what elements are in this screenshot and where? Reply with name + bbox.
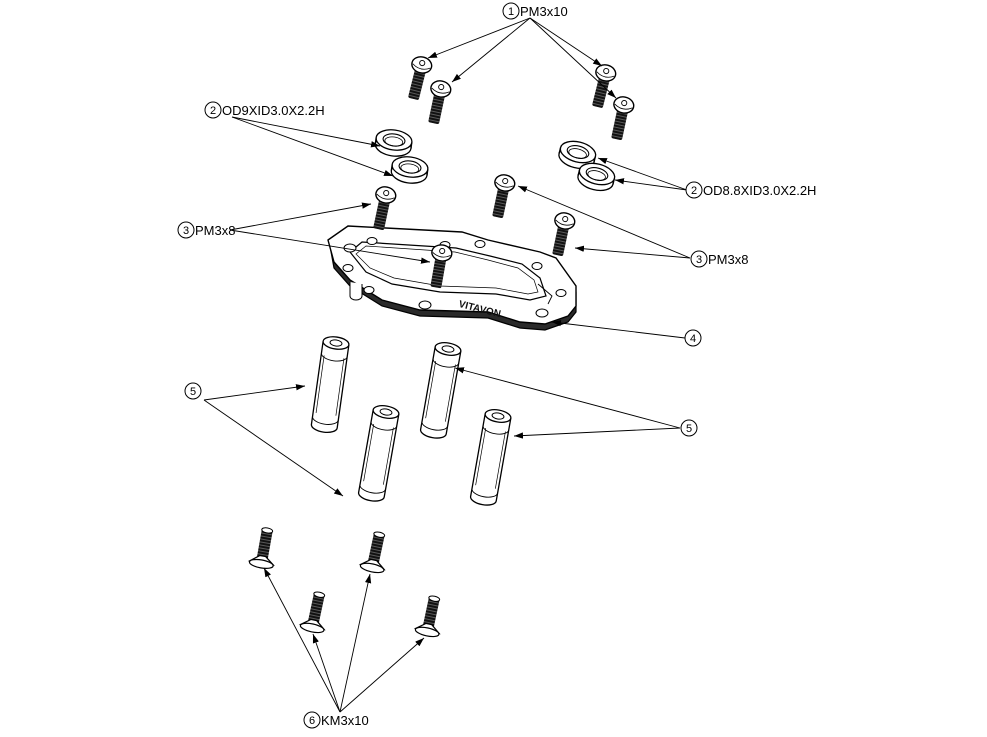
callout-4: 4 [684, 329, 702, 347]
callout-2b: 2 OD8.8XID3.0X2.2H [685, 181, 816, 199]
washer-icon [389, 153, 430, 186]
standoff-icon [418, 340, 463, 441]
callout-number: 2 [210, 105, 216, 117]
callout-text: OD9XID3.0X2.2H [222, 103, 325, 118]
callout-number-circle [684, 329, 702, 347]
leader-lines [203, 17, 691, 713]
standoff-icon [309, 334, 351, 435]
pan-head-screw-icon [606, 94, 636, 142]
callout-6: 6 KM3x10 [303, 711, 369, 729]
callout-number-circle [690, 250, 708, 268]
screws-pm3x10-group [402, 54, 636, 142]
flat-head-screw-icon [413, 593, 448, 639]
callout-number-circle [184, 382, 202, 400]
mounting-plate: VITAVON [327, 225, 577, 331]
pan-head-screw-icon [547, 210, 577, 258]
callout-text: PM3x8 [195, 223, 235, 238]
callout-text: PM3x8 [708, 252, 748, 267]
standoffs-group [309, 334, 513, 508]
callout-number: 5 [190, 386, 196, 398]
screws-km3x10-group [248, 525, 448, 639]
pan-head-screw-icon [586, 62, 619, 111]
callout-3b: 3 PM3x8 [690, 250, 748, 268]
callout-number: 3 [696, 254, 702, 266]
callout-text: PM3x10 [520, 4, 568, 19]
pan-head-screw-icon [368, 184, 398, 232]
callout-text: OD8.8XID3.0X2.2H [703, 183, 816, 198]
callout-3a: 3 PM3x8 [177, 221, 235, 239]
callout-number: 6 [309, 715, 315, 727]
flat-head-screw-icon [298, 589, 333, 635]
standoff-icon [356, 403, 401, 504]
callout-number: 1 [508, 6, 514, 18]
callout-number-circle [177, 221, 195, 239]
callout-number: 3 [183, 225, 189, 237]
callout-5b: 5 [680, 419, 698, 437]
flat-head-screw-icon [248, 525, 281, 571]
callout-5a: 5 [184, 382, 202, 400]
flat-head-screw-icon [358, 529, 393, 575]
pan-head-screw-icon [487, 172, 517, 220]
standoff-icon [468, 407, 513, 508]
callout-text: KM3x10 [321, 713, 369, 728]
callout-1: 1 PM3x10 [502, 2, 568, 20]
callout-number: 4 [690, 333, 696, 345]
callout-number: 2 [691, 185, 697, 197]
callout-number-circle [680, 419, 698, 437]
callout-number: 5 [686, 423, 692, 435]
pan-head-screw-icon [423, 78, 453, 126]
callout-number-circle [204, 101, 222, 119]
pan-head-screw-icon [402, 54, 435, 103]
callout-2a: 2 OD9XID3.0X2.2H [204, 101, 325, 119]
callout-number-circle [502, 2, 520, 20]
callout-number-circle [685, 181, 703, 199]
washer-icon [373, 126, 414, 159]
callout-number-circle [303, 711, 321, 729]
